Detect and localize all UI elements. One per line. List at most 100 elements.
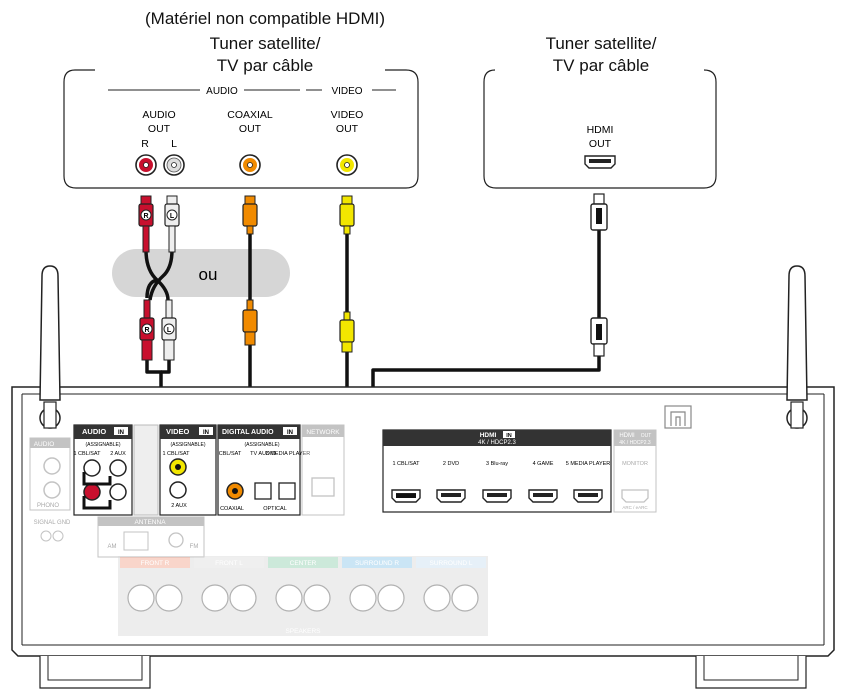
video-out-label-2: OUT xyxy=(336,123,359,135)
hdmi-out-badge: OUT xyxy=(641,433,652,439)
antenna-left-icon xyxy=(39,265,61,429)
hdmi-input-label: 5 MEDIA PLAYER xyxy=(566,461,611,467)
hdmi-out-port-icon xyxy=(584,155,616,169)
left-channel-label: L xyxy=(171,138,177,150)
hdmi-input-port xyxy=(482,489,512,503)
digital-input-label: TV AUDIO xyxy=(250,451,276,457)
hdmi-out-header: HDMI xyxy=(619,433,635,439)
video-assignable-label: (ASSIGNABLE) xyxy=(170,442,205,448)
or-label: ou xyxy=(199,265,218,284)
video-in-badge: IN xyxy=(203,430,209,436)
left-device-title-2: TV par câble xyxy=(216,56,314,75)
coaxial-plug-top xyxy=(242,195,258,235)
monitor-label: MONITOR xyxy=(622,461,648,467)
hdmi-connected-marker xyxy=(396,494,416,498)
antenna-section: ANTENNA AM FM xyxy=(97,516,205,558)
speakers-label: SPEAKERS xyxy=(285,628,321,635)
rca-cable-white-upper xyxy=(148,249,174,301)
video-connected-marker xyxy=(175,464,181,470)
hdmi-out-label-1: HDMI xyxy=(587,124,614,136)
receiver-foot-right xyxy=(695,656,807,689)
video-group-label: VIDEO xyxy=(331,86,362,97)
hdmi-in-badge: IN xyxy=(506,433,512,439)
plug-r-label: R xyxy=(143,213,148,220)
phono-label: PHONO xyxy=(37,503,59,509)
right-channel-label: R xyxy=(141,138,149,150)
rca-plug-red-top: R xyxy=(138,195,154,253)
audio-in-section: AUDIO IN (ASSIGNABLE) 1 CBL/SAT 2 AUX xyxy=(73,424,133,516)
phono-header: AUDIO xyxy=(34,441,55,448)
speakers-section: FRONT R FRONT L CENTER SURROUND R SURROU… xyxy=(118,556,488,636)
coaxial-plug-bottom xyxy=(242,299,258,346)
audio-group-label: AUDIO xyxy=(206,86,238,97)
audio-in-badge: IN xyxy=(118,430,124,436)
rca-jack-white xyxy=(163,154,185,176)
digital-assignable-label: (ASSIGNABLE) xyxy=(244,442,279,448)
hdmi-input-port xyxy=(436,489,466,503)
fm-label: FM xyxy=(190,544,199,550)
hdmi-input-label: 2 DVD xyxy=(443,461,459,467)
speaker-label: CENTER xyxy=(290,560,317,567)
hdmi-input-label: 3 Blu-ray xyxy=(486,461,508,467)
coaxial-jack xyxy=(239,154,261,176)
ghost-panel xyxy=(133,424,159,516)
phono-section: AUDIO PHONO SIGNAL GND xyxy=(29,437,71,542)
hdmi-out-subtitle: 4K / HDCP2.3 xyxy=(619,440,651,446)
coaxial-out-label-1: COAXIAL xyxy=(227,109,273,121)
hdmi-out-label-2: OUT xyxy=(589,138,612,150)
digital-audio-section: DIGITAL AUDIO IN (ASSIGNABLE) CBL/SAT TV… xyxy=(217,424,311,516)
coaxial-label: COAXIAL xyxy=(220,506,244,512)
digital-input-label: 3 MEDIA PLAYER xyxy=(266,451,311,457)
audio-input-label: 2 AUX xyxy=(110,451,126,457)
digital-input-label: CBL/SAT xyxy=(219,451,242,457)
coaxial-out-label-2: OUT xyxy=(239,123,262,135)
signal-gnd-label: SIGNAL GND xyxy=(34,520,71,526)
video-plug-top xyxy=(339,195,355,235)
speaker-label: FRONT R xyxy=(141,560,170,567)
audio-input-label: 1 CBL/SAT xyxy=(73,451,101,457)
plug-r-label: R xyxy=(144,327,149,334)
hdmi-in-subtitle: 4K / HDCP2.3 xyxy=(478,440,516,446)
right-device-title-2: TV par câble xyxy=(552,56,650,75)
hdmi-plug-top xyxy=(590,193,608,231)
audio-assignable-label: (ASSIGNABLE) xyxy=(85,442,120,448)
left-device-title-1: Tuner satellite/ xyxy=(209,34,321,53)
hdmi-out-section: HDMI OUT 4K / HDCP2.3 MONITOR ARC / eARC xyxy=(613,429,657,513)
incompatible-note: (Matériel non compatible HDMI) xyxy=(145,9,385,28)
digital-audio-header: DIGITAL AUDIO xyxy=(222,429,274,436)
coaxial-connected-marker xyxy=(232,488,238,494)
optical-label: OPTICAL xyxy=(263,506,287,512)
audio-out-label-2: OUT xyxy=(148,123,171,135)
antenna-right-icon xyxy=(786,265,808,429)
rca-plug-white-top: L xyxy=(164,195,180,253)
speaker-label: FRONT L xyxy=(215,560,243,567)
am-label: AM xyxy=(108,544,117,550)
hdmi-in-section: HDMI IN 4K / HDCP2.3 1 CBL/SAT 2 DVD 3 B… xyxy=(382,429,612,513)
rca-jack-red xyxy=(135,154,157,176)
hdmi-input-label: 1 CBL/SAT xyxy=(392,461,420,467)
network-section: NETWORK xyxy=(301,424,345,516)
av-receiver: AUDIO PHONO SIGNAL GND AUDIO IN (ASSIGNA… xyxy=(11,265,835,689)
plug-l-label: L xyxy=(167,327,172,334)
brand-logo-icon xyxy=(664,405,692,429)
rca-plug-red-bottom: R xyxy=(139,299,155,361)
hdmi-plug-bottom xyxy=(590,317,608,357)
hdmi-input-label: 4 GAME xyxy=(533,461,554,467)
arc-label: ARC / eARC xyxy=(622,505,648,510)
network-header: NETWORK xyxy=(306,429,340,436)
audio-out-label-1: AUDIO xyxy=(142,109,175,121)
rca-plug-white-bottom: L xyxy=(161,299,177,361)
hdmi-input-port xyxy=(528,489,558,503)
receiver-foot-left xyxy=(39,656,151,689)
digital-in-badge: IN xyxy=(287,430,293,436)
audio-in-header: AUDIO xyxy=(82,427,106,436)
video-in-header: VIDEO xyxy=(166,427,190,436)
right-device-title-1: Tuner satellite/ xyxy=(545,34,657,53)
speaker-label: SURROUND R xyxy=(355,560,399,567)
video-input-label: 2 AUX xyxy=(171,503,187,509)
video-in-section: VIDEO IN (ASSIGNABLE) 1 CBL/SAT 2 AUX xyxy=(159,424,217,516)
right-source-device: HDMI OUT xyxy=(483,69,717,189)
video-input-label: 1 CBL/SAT xyxy=(162,451,190,457)
hdmi-input-port xyxy=(573,489,603,503)
